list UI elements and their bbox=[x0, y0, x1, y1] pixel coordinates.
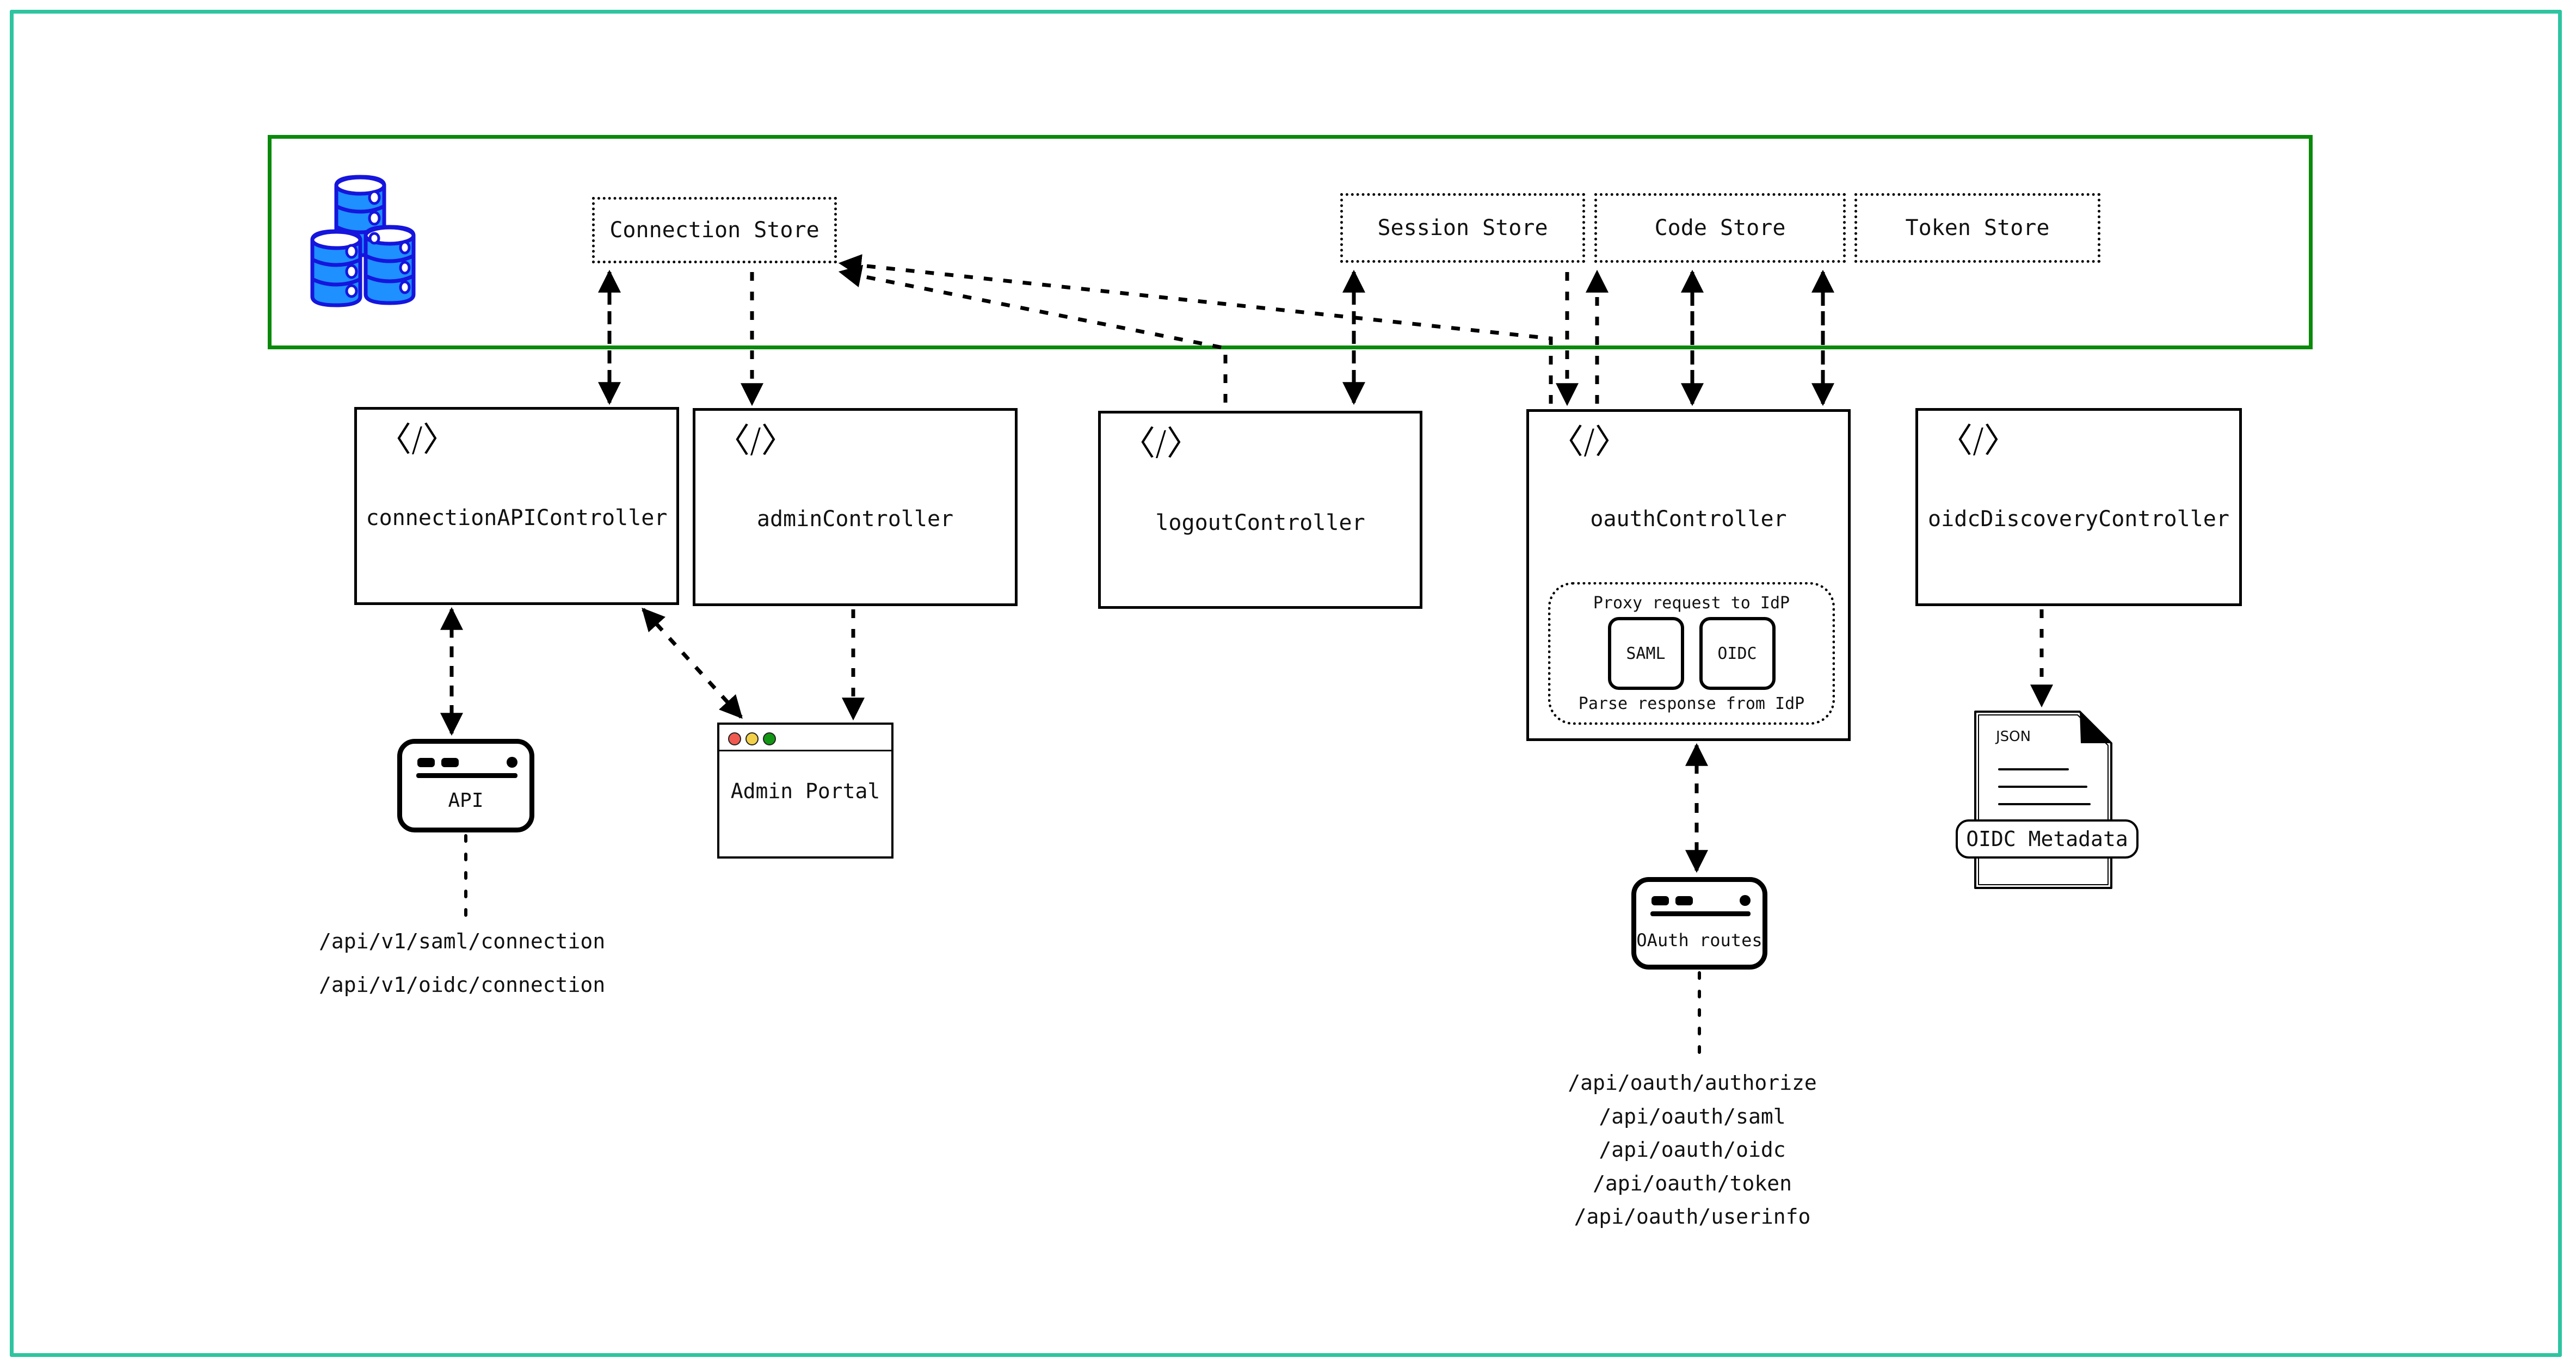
client-label: API bbox=[448, 789, 484, 812]
store-code-store[interactable]: Code Store bbox=[1594, 193, 1846, 263]
store-label: Connection Store bbox=[609, 218, 819, 243]
controller-label: adminController bbox=[756, 507, 954, 532]
code-icon: 〈/〉 bbox=[1550, 422, 1629, 461]
store-label: Token Store bbox=[1905, 215, 2050, 240]
store-label: Code Store bbox=[1654, 215, 1786, 240]
protocol-oidc[interactable]: OIDC bbox=[1699, 617, 1776, 690]
client-admin-portal[interactable]: Admin Portal bbox=[717, 723, 893, 859]
controller-label: oauthController bbox=[1590, 507, 1787, 532]
controller-oauthcontroller[interactable]: 〈/〉 oauthController Proxy request to IdP… bbox=[1526, 409, 1851, 741]
window-maximize-dot bbox=[763, 732, 776, 745]
client-oauth-routes[interactable]: OAuth routes bbox=[1631, 877, 1767, 970]
window-titlebar-separator bbox=[719, 750, 891, 751]
database-cylinders-icon bbox=[305, 166, 435, 307]
store-token-store[interactable]: Token Store bbox=[1854, 193, 2100, 263]
window-titlebar-line bbox=[416, 773, 517, 778]
proxy-request-label: Proxy request to IdP bbox=[1593, 594, 1790, 613]
controller-label: connectionAPIController bbox=[366, 505, 668, 530]
code-icon: 〈/〉 bbox=[1121, 423, 1200, 463]
window-dot bbox=[1740, 895, 1751, 906]
window-dot bbox=[1651, 896, 1669, 905]
window-dot bbox=[1675, 896, 1693, 905]
window-minimize-dot bbox=[745, 732, 759, 745]
controller-admincontroller[interactable]: 〈/〉 adminController bbox=[693, 408, 1018, 606]
store-label: Session Store bbox=[1377, 215, 1548, 240]
window-close-dot bbox=[728, 732, 741, 745]
store-session-store[interactable]: Session Store bbox=[1340, 193, 1585, 263]
controller-logoutcontroller[interactable]: 〈/〉 logoutController bbox=[1098, 411, 1422, 609]
proxy-idp-group: Proxy request to IdP SAML OIDC Parse res… bbox=[1548, 582, 1835, 725]
client-label: OAuth routes bbox=[1636, 930, 1762, 951]
connection-endpoints-list: /api/v1/saml/connection /api/v1/oidc/con… bbox=[319, 925, 605, 1002]
endpoint-item: /api/oauth/token bbox=[1592, 1171, 1792, 1195]
code-icon: 〈/〉 bbox=[1939, 421, 2018, 460]
controller-connectionapicontroller[interactable]: 〈/〉 connectionAPIController bbox=[354, 407, 679, 605]
client-api[interactable]: API bbox=[397, 739, 534, 832]
endpoint-item: /api/oauth/authorize bbox=[1568, 1071, 1817, 1095]
window-dot bbox=[441, 758, 459, 767]
endpoint-item: /api/v1/saml/connection bbox=[319, 929, 606, 953]
oauth-endpoints-list: /api/oauth/authorize /api/oauth/saml /ap… bbox=[1540, 1066, 1845, 1234]
protocol-saml[interactable]: SAML bbox=[1607, 617, 1684, 690]
endpoint-item: /api/oauth/oidc bbox=[1599, 1138, 1786, 1162]
protocol-label: OIDC bbox=[1717, 644, 1757, 663]
endpoint-item: /api/v1/oidc/connection bbox=[319, 972, 606, 997]
outer-frame bbox=[10, 10, 2562, 1357]
protocol-label: SAML bbox=[1626, 644, 1666, 663]
code-icon: 〈/〉 bbox=[378, 419, 457, 459]
code-icon: 〈/〉 bbox=[716, 421, 795, 460]
controller-label: oidcDiscoveryController bbox=[1928, 507, 2229, 532]
window-dot bbox=[417, 758, 435, 767]
window-titlebar-line bbox=[1650, 911, 1751, 916]
controller-label: logoutController bbox=[1155, 510, 1365, 535]
controller-oidcdiscoverycontroller[interactable]: 〈/〉 oidcDiscoveryController bbox=[1915, 408, 2242, 606]
parse-response-label: Parse response from IdP bbox=[1578, 694, 1805, 713]
oidc-metadata-document: JSON bbox=[1971, 707, 2118, 892]
oidc-metadata-caption: OIDC Metadata bbox=[1956, 819, 2139, 859]
client-label: Admin Portal bbox=[730, 779, 880, 803]
endpoint-item: /api/oauth/userinfo bbox=[1574, 1205, 1811, 1229]
endpoint-item: /api/oauth/saml bbox=[1599, 1104, 1786, 1128]
protocol-row: SAML OIDC bbox=[1607, 617, 1776, 690]
store-connection-store[interactable]: Connection Store bbox=[592, 197, 837, 263]
json-format-label: JSON bbox=[1995, 729, 2031, 745]
doc-caption-text: OIDC Metadata bbox=[1966, 827, 2128, 851]
window-dot bbox=[507, 757, 517, 768]
